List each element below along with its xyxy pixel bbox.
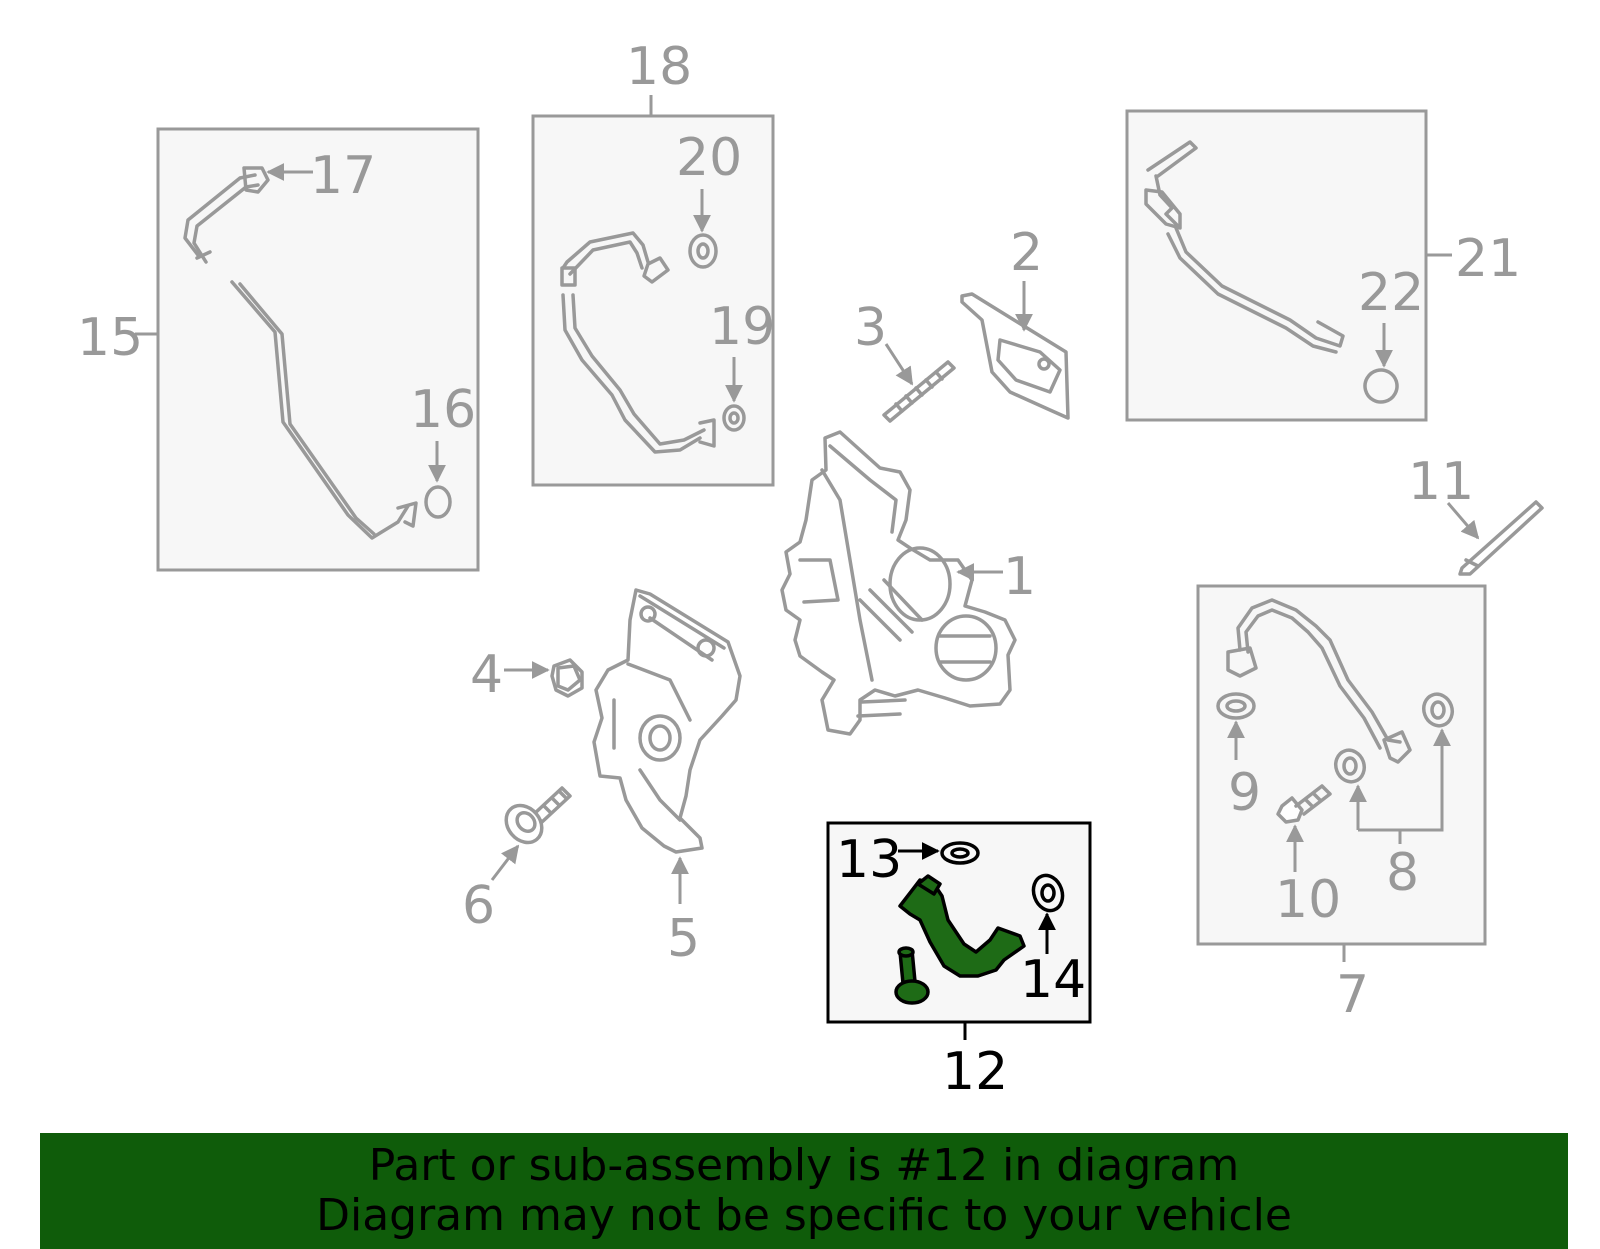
banner-background xyxy=(40,1133,1568,1249)
callout-14: 14 xyxy=(1020,950,1086,1010)
callout-20: 20 xyxy=(676,128,742,188)
callout-3: 3 xyxy=(854,298,887,358)
exhaust-manifold-5-part: 5 xyxy=(592,588,742,969)
callout-13: 13 xyxy=(836,830,902,890)
callout-1: 1 xyxy=(1003,547,1036,607)
seal-14-part xyxy=(1031,873,1065,913)
banner-line-2: Diagram may not be specific to your vehi… xyxy=(316,1190,1292,1241)
oring-19-part xyxy=(722,404,746,432)
callout-19: 19 xyxy=(709,297,775,357)
callout-4: 4 xyxy=(470,645,503,705)
coolant-line-part xyxy=(1144,140,1345,354)
callout-18: 18 xyxy=(626,37,692,97)
oring-9-part xyxy=(1216,692,1256,720)
info-banner: Part or sub-assembly is #12 in diagram D… xyxy=(40,1133,1568,1249)
oring-20-part xyxy=(688,233,718,269)
group-18: 18 20 19 xyxy=(531,37,775,487)
callout-12: 12 xyxy=(942,1042,1008,1102)
callout-16: 16 xyxy=(410,380,476,440)
gasket-2-part: 2 xyxy=(960,223,1070,420)
banner-line-1: Part or sub-assembly is #12 in diagram xyxy=(368,1140,1240,1191)
oring-16-part xyxy=(424,485,452,519)
bracket-12-part xyxy=(894,874,1026,1005)
nut-4-part: 4 xyxy=(470,645,584,705)
pipe-11-part: 11 xyxy=(1408,452,1544,576)
callout-11: 11 xyxy=(1408,452,1474,512)
seal-13-part xyxy=(940,841,980,865)
callout-2: 2 xyxy=(1010,223,1043,283)
callout-6: 6 xyxy=(462,876,495,936)
callout-22: 22 xyxy=(1358,263,1424,323)
oring-8b-part xyxy=(1422,692,1454,728)
oil-feed-line-part xyxy=(183,166,418,540)
group-7: 9 8 10 7 xyxy=(1196,584,1487,1025)
oring-22-part xyxy=(1363,368,1399,404)
callout-17: 17 xyxy=(310,146,376,206)
coolant-tube-7-part xyxy=(1226,598,1412,764)
callout-8: 8 xyxy=(1386,843,1419,903)
oring-8a-part xyxy=(1334,748,1366,784)
callout-9: 9 xyxy=(1228,763,1261,823)
callout-5: 5 xyxy=(667,909,700,969)
bolt-6-part: 6 xyxy=(462,786,572,936)
turbocharger-1-part: 1 xyxy=(780,430,1036,736)
callout-21: 21 xyxy=(1455,229,1521,289)
stud-3-part: 3 xyxy=(854,298,956,423)
oil-return-line-part xyxy=(560,231,716,454)
callout-15: 15 xyxy=(77,308,143,368)
callout-7: 7 xyxy=(1336,965,1369,1025)
callout-10: 10 xyxy=(1275,870,1341,930)
group-21: 21 22 xyxy=(1125,109,1521,422)
group-15: 15 16 17 xyxy=(77,127,480,572)
bolt-10-part xyxy=(1276,784,1332,824)
group-12: 13 14 12 xyxy=(826,821,1092,1102)
